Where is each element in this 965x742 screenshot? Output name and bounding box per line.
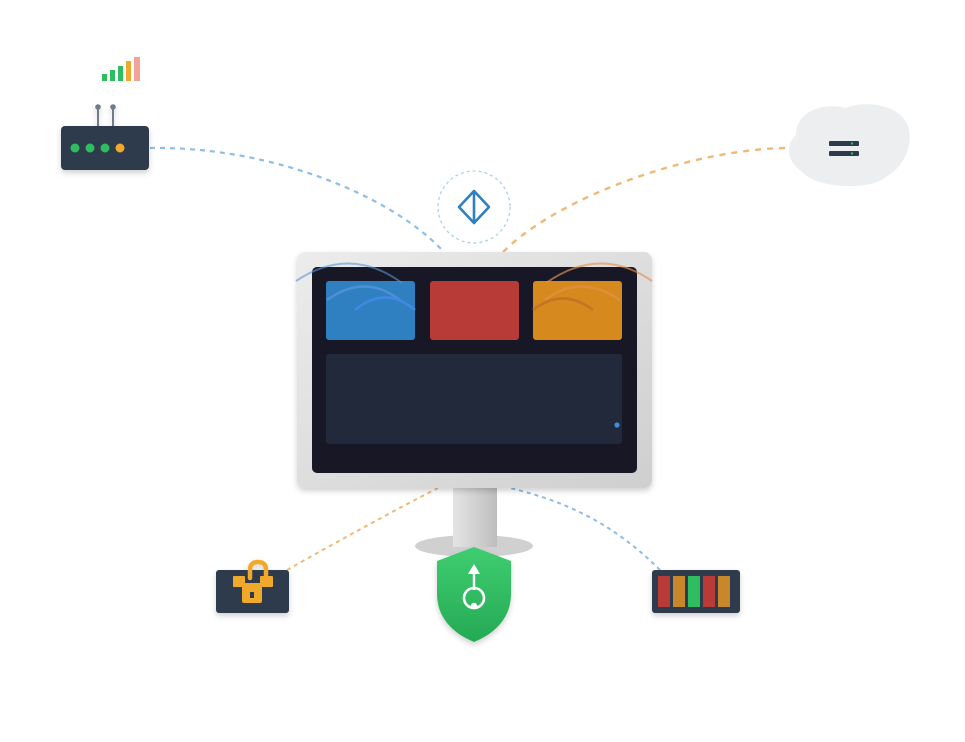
tile-blue[interactable] [326,281,415,340]
cloud-server-icon[interactable] [788,104,910,187]
memory-bank-icon[interactable] [652,570,740,613]
link-memory-monitor [509,487,661,571]
link-cloud-monitor [502,146,798,253]
monitor-stand [415,485,533,557]
wifi-arc-right-outer [545,262,653,284]
status-dot [614,422,620,428]
shield-key-icon[interactable] [437,547,511,642]
monitor-icon [295,252,653,488]
wifi-arc-left-inner [326,285,401,301]
signal-bars-icon [102,57,140,81]
diamond-sync-icon[interactable] [437,170,511,244]
wifi-arc-orange-small [532,297,594,312]
wifi-arc-blue-small [354,296,416,311]
tile-red[interactable] [430,281,519,340]
wifi-arc-right-inner [544,285,621,301]
tile-orange[interactable] [533,281,622,340]
link-padlock-monitor [286,487,439,571]
wifi-arc-left-outer [295,262,403,284]
link-router-monitor [149,146,443,251]
content-panel [326,354,622,444]
router-icon[interactable] [61,104,149,170]
unlocked-padlock-icon[interactable] [216,559,289,613]
